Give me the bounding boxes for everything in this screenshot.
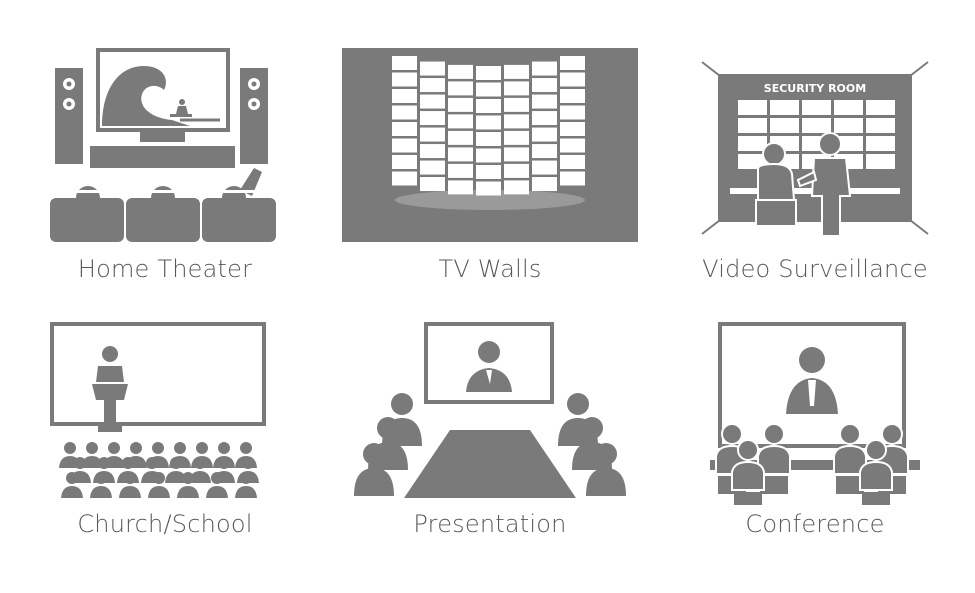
tile-church-school: Church/School <box>40 310 290 570</box>
tv-wall-icon <box>342 48 638 242</box>
tile-label: Church/School <box>77 510 253 538</box>
tile-home-theater: Home Theater <box>40 40 290 300</box>
tile-presentation: Presentation <box>340 310 640 570</box>
home-theater-icon <box>50 48 278 242</box>
presentation-icon <box>354 322 626 498</box>
tile-label: TV Walls <box>438 255 542 283</box>
tile-label: Conference <box>745 510 885 538</box>
tile-label: Video Surveillance <box>702 255 928 283</box>
church-school-icon <box>50 322 266 498</box>
tile-tv-walls: TV Walls <box>340 40 640 300</box>
security-room-sign: SECURITY ROOM <box>764 82 866 95</box>
tile-conference: Conference <box>690 310 940 570</box>
security-room-icon: SECURITY ROOM <box>701 61 929 237</box>
tile-video-surveillance: SECURITY ROOM Video Surveillance <box>690 40 940 300</box>
conference-icon <box>710 322 920 505</box>
tile-label: Presentation <box>413 510 567 538</box>
tile-label: Home Theater <box>77 255 253 283</box>
